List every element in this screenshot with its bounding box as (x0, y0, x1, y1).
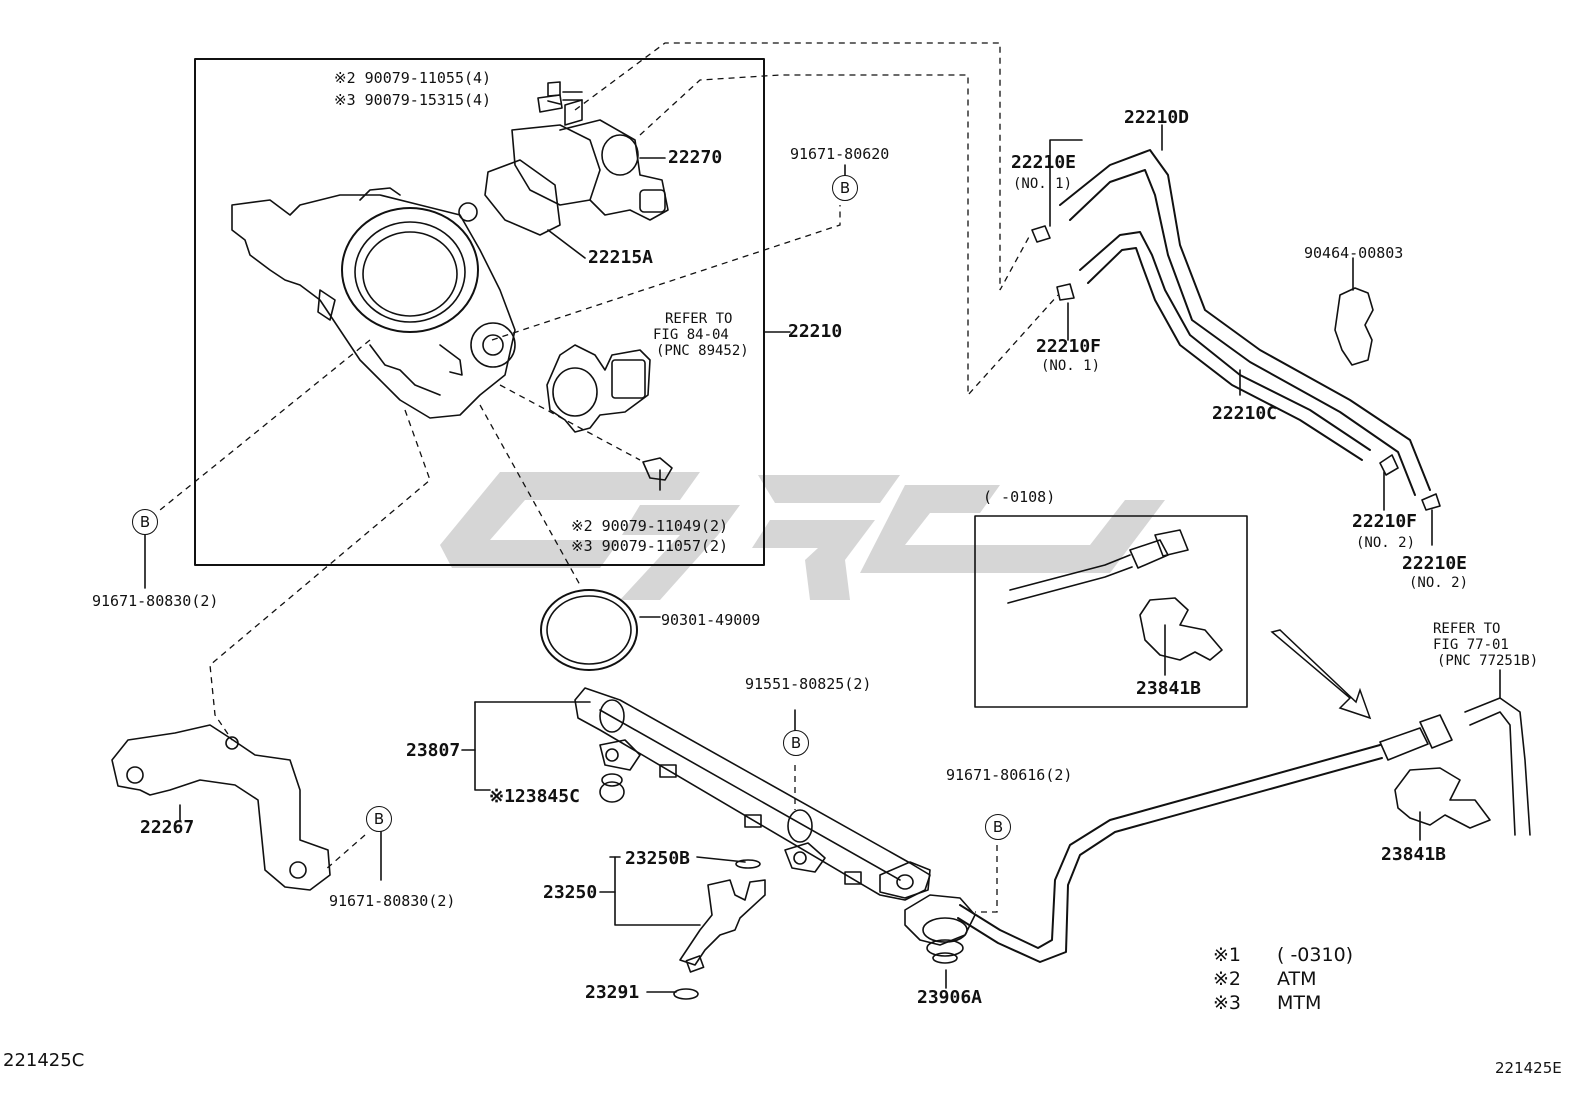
label-90464-00803: 90464-00803 (1304, 244, 1404, 262)
label-91551-80825: 91551-80825(2) (745, 675, 872, 693)
label-22215A: 22215A (588, 247, 654, 268)
label-23841B: 23841B (1381, 844, 1447, 865)
marker-b-regulator: B (985, 814, 1011, 840)
legend-mark-2: ※2 (1213, 968, 1242, 990)
legend-text-3: MTM (1277, 992, 1322, 1014)
ref-tps-line3: (PNC 89452) (656, 343, 749, 359)
marker-b-bracket: B (366, 806, 392, 832)
label-22270: 22270 (668, 147, 723, 168)
label-91671-80830-left: 91671-80830(2) (92, 592, 219, 610)
label-22210D: 22210D (1124, 107, 1190, 128)
label-90079-11057: ※3 90079-11057(2) (571, 537, 729, 555)
ref-tps-line1: REFER TO (665, 311, 733, 327)
label-90079-11049: ※2 90079-11049(2) (571, 517, 729, 535)
label-23841B-inset: 23841B (1136, 678, 1202, 699)
label-90301-49009: 90301-49009 (661, 611, 761, 629)
label-22210E-no2: 22210E (1402, 553, 1468, 574)
label-22210F-no1-sub: (NO. 1) (1041, 358, 1101, 374)
dashed-lines (159, 42, 1059, 913)
label-22210: 22210 (788, 321, 843, 342)
label-90079-11055: ※2 90079-11055(4) (334, 69, 492, 87)
legend-text-1: ( -0310) (1277, 944, 1354, 966)
label-22210E-no1-sub: (NO. 1) (1013, 176, 1073, 192)
label-22210E-no2-sub: (NO. 2) (1409, 575, 1469, 591)
label-22210F-no2-sub: (NO. 2) (1356, 535, 1416, 551)
watermark-logo (440, 472, 1165, 600)
ref-hose-line1: REFER TO (1433, 621, 1501, 637)
image-code-left: 221425C (3, 1050, 85, 1071)
inset-range-label: ( -0108) (983, 488, 1056, 506)
label-22210C: 22210C (1212, 403, 1278, 424)
label-91671-80830-bottom: 91671-80830(2) (329, 892, 456, 910)
marker-b-rail: B (783, 730, 809, 756)
label-22210E-no1: 22210E (1011, 152, 1077, 173)
label-22210F-no2: 22210F (1352, 511, 1418, 532)
ref-tps-line2: FIG 84-04 (653, 327, 729, 343)
label-22210F-no1: 22210F (1036, 336, 1102, 357)
marker-b-left: B (132, 509, 158, 535)
label-23845C: ※123845C (489, 786, 580, 807)
label-23291: 23291 (585, 982, 640, 1003)
ref-hose-line2: FIG 77-01 (1433, 637, 1509, 653)
legend-mark-1: ※1 (1213, 944, 1242, 966)
label-23906A: 23906A (917, 987, 983, 1008)
image-code-right: 221425E (1495, 1059, 1562, 1077)
legend-mark-3: ※3 (1213, 992, 1242, 1014)
marker-b-top: B (832, 175, 858, 201)
label-23250B: 23250B (625, 848, 691, 869)
ref-hose-line3: (PNC 77251B) (1437, 653, 1539, 669)
label-91671-80616: 91671-80616(2) (946, 766, 1073, 784)
label-23250: 23250 (543, 882, 598, 903)
label-90079-15315: ※3 90079-15315(4) (334, 91, 492, 109)
label-22267: 22267 (140, 817, 195, 838)
direction-arrow (1270, 629, 1372, 720)
ink-lines (111, 58, 1531, 1000)
label-23807: 23807 (406, 740, 461, 761)
legend-text-2: ATM (1277, 968, 1317, 990)
label-91671-80620: 91671-80620 (790, 145, 890, 163)
